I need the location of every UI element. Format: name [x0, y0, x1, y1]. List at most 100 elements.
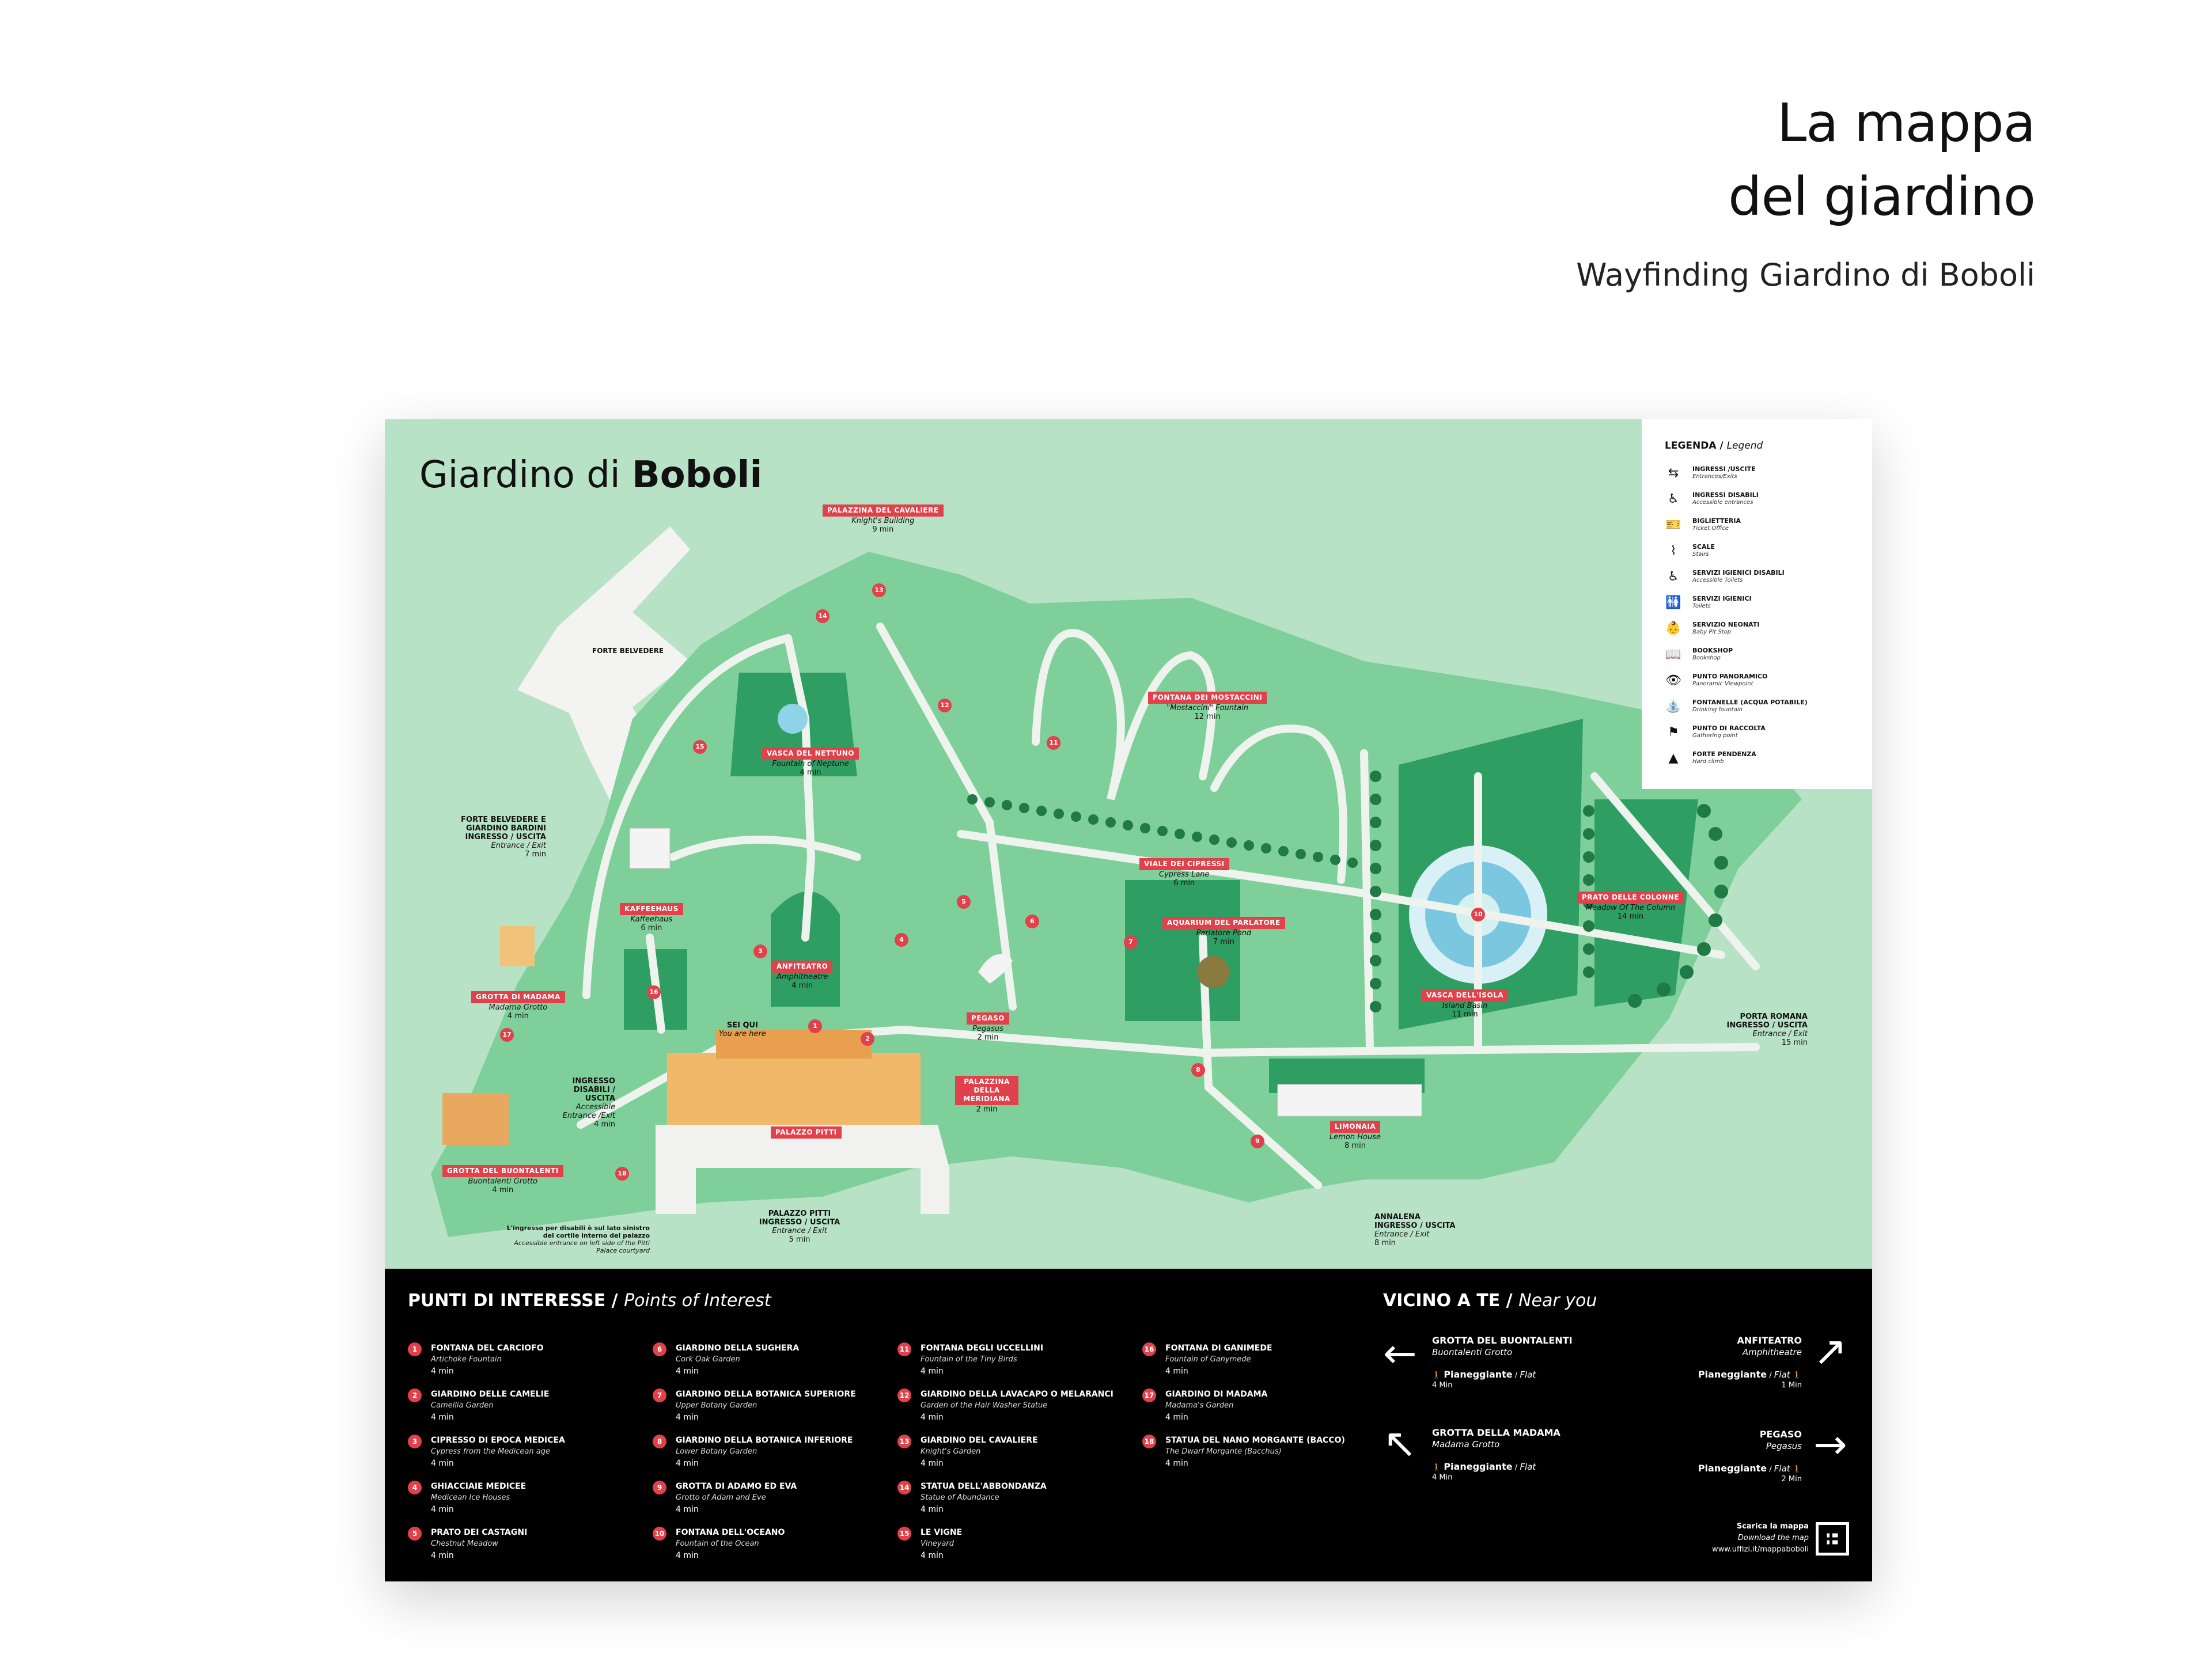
entrance-belvedere[interactable]: FORTE BELVEDERE E GIARDINO BARDINI INGRE…: [461, 815, 546, 859]
garden-map[interactable]: Giardino di Boboli FORTE BELVEDERE PALAZ…: [385, 419, 1872, 1269]
palazzo-pitti-top: [716, 1030, 872, 1059]
poi-pin-6[interactable]: 6: [1025, 915, 1039, 928]
poi-pin-5[interactable]: 5: [957, 895, 971, 909]
legend-row: ⛲FONTANELLE (ACQUA POTABILE)Drinking fou…: [1665, 699, 1808, 714]
pegaso-statue: [978, 954, 1013, 984]
baby-icon: 👶: [1665, 621, 1681, 636]
map-poster: Giardino di Boboli FORTE BELVEDERE PALAZ…: [385, 419, 1872, 1581]
poi-pin-4[interactable]: 4: [895, 933, 908, 947]
cypress-row: [967, 794, 1358, 868]
poi-pin-3[interactable]: 3: [753, 944, 767, 958]
info-panel: PUNTI DI INTERESSE / Points of Interest …: [385, 1269, 1872, 1581]
page-subtitle: Wayfinding Giardino di Boboli: [1576, 257, 2035, 293]
poi-pin-12[interactable]: 12: [938, 699, 952, 712]
map-title: Giardino di Boboli: [419, 454, 763, 496]
poi-pin-13[interactable]: 13: [872, 583, 886, 597]
poi-pin-16[interactable]: 16: [647, 985, 661, 999]
poi-pin-10[interactable]: 10: [1471, 908, 1485, 921]
poi-pin-17[interactable]: 17: [500, 1028, 514, 1042]
label-palazzo-pitti[interactable]: PALAZZO PITTI: [771, 1126, 842, 1139]
walk-info: Pianeggiante / Flat 🚶1 Min: [1698, 1369, 1802, 1390]
kaffeehaus-building: [629, 828, 671, 869]
label-fontana-mostaccini[interactable]: FONTANA DEI MOSTACCINI"Mostaccini" Fount…: [1148, 692, 1267, 721]
accessible-entrance-note: L'ingresso per disabili è sul lato sinis…: [506, 1224, 650, 1254]
poi-pin-18[interactable]: 18: [615, 1167, 629, 1181]
poi-pin-7[interactable]: 7: [1124, 935, 1138, 949]
poi-pin-9[interactable]: 9: [1251, 1135, 1264, 1148]
poi-pin-1[interactable]: 1: [808, 1019, 822, 1033]
qr-code-icon[interactable]: [1816, 1522, 1849, 1556]
empty-cell: [1142, 1481, 1387, 1527]
poi-pin-8[interactable]: 8: [1191, 1063, 1205, 1077]
toilet-icon: 🚻: [1665, 595, 1681, 610]
botany-lawn: [1125, 880, 1240, 1021]
bookshop-icon: 📖: [1665, 647, 1681, 662]
poi-pin-14[interactable]: 14: [816, 609, 830, 623]
accessible-icon: ♿: [1668, 492, 1679, 506]
neptune-fountain: [778, 704, 808, 734]
isola-tree-row: [1370, 771, 1728, 1012]
poi-pin-2[interactable]: 2: [861, 1032, 874, 1046]
poi-pin-11[interactable]: 11: [1047, 736, 1060, 750]
grotta-buontalenti-building: [442, 1093, 509, 1145]
grotta-madama-building: [500, 926, 535, 966]
label-forte-belvedere: FORTE BELVEDERE: [592, 647, 664, 655]
near-heading: VICINO A TE / Near you: [1383, 1291, 1597, 1311]
entrance-icon: ⇆: [1668, 466, 1679, 480]
parlatore-fountain: [1197, 956, 1229, 988]
poi-pin-15[interactable]: 15: [693, 740, 707, 754]
arrow-up-right-icon: ↗: [1813, 1327, 1847, 1375]
poi-heading: PUNTI DI INTERESSE / Points of Interest: [408, 1291, 771, 1311]
